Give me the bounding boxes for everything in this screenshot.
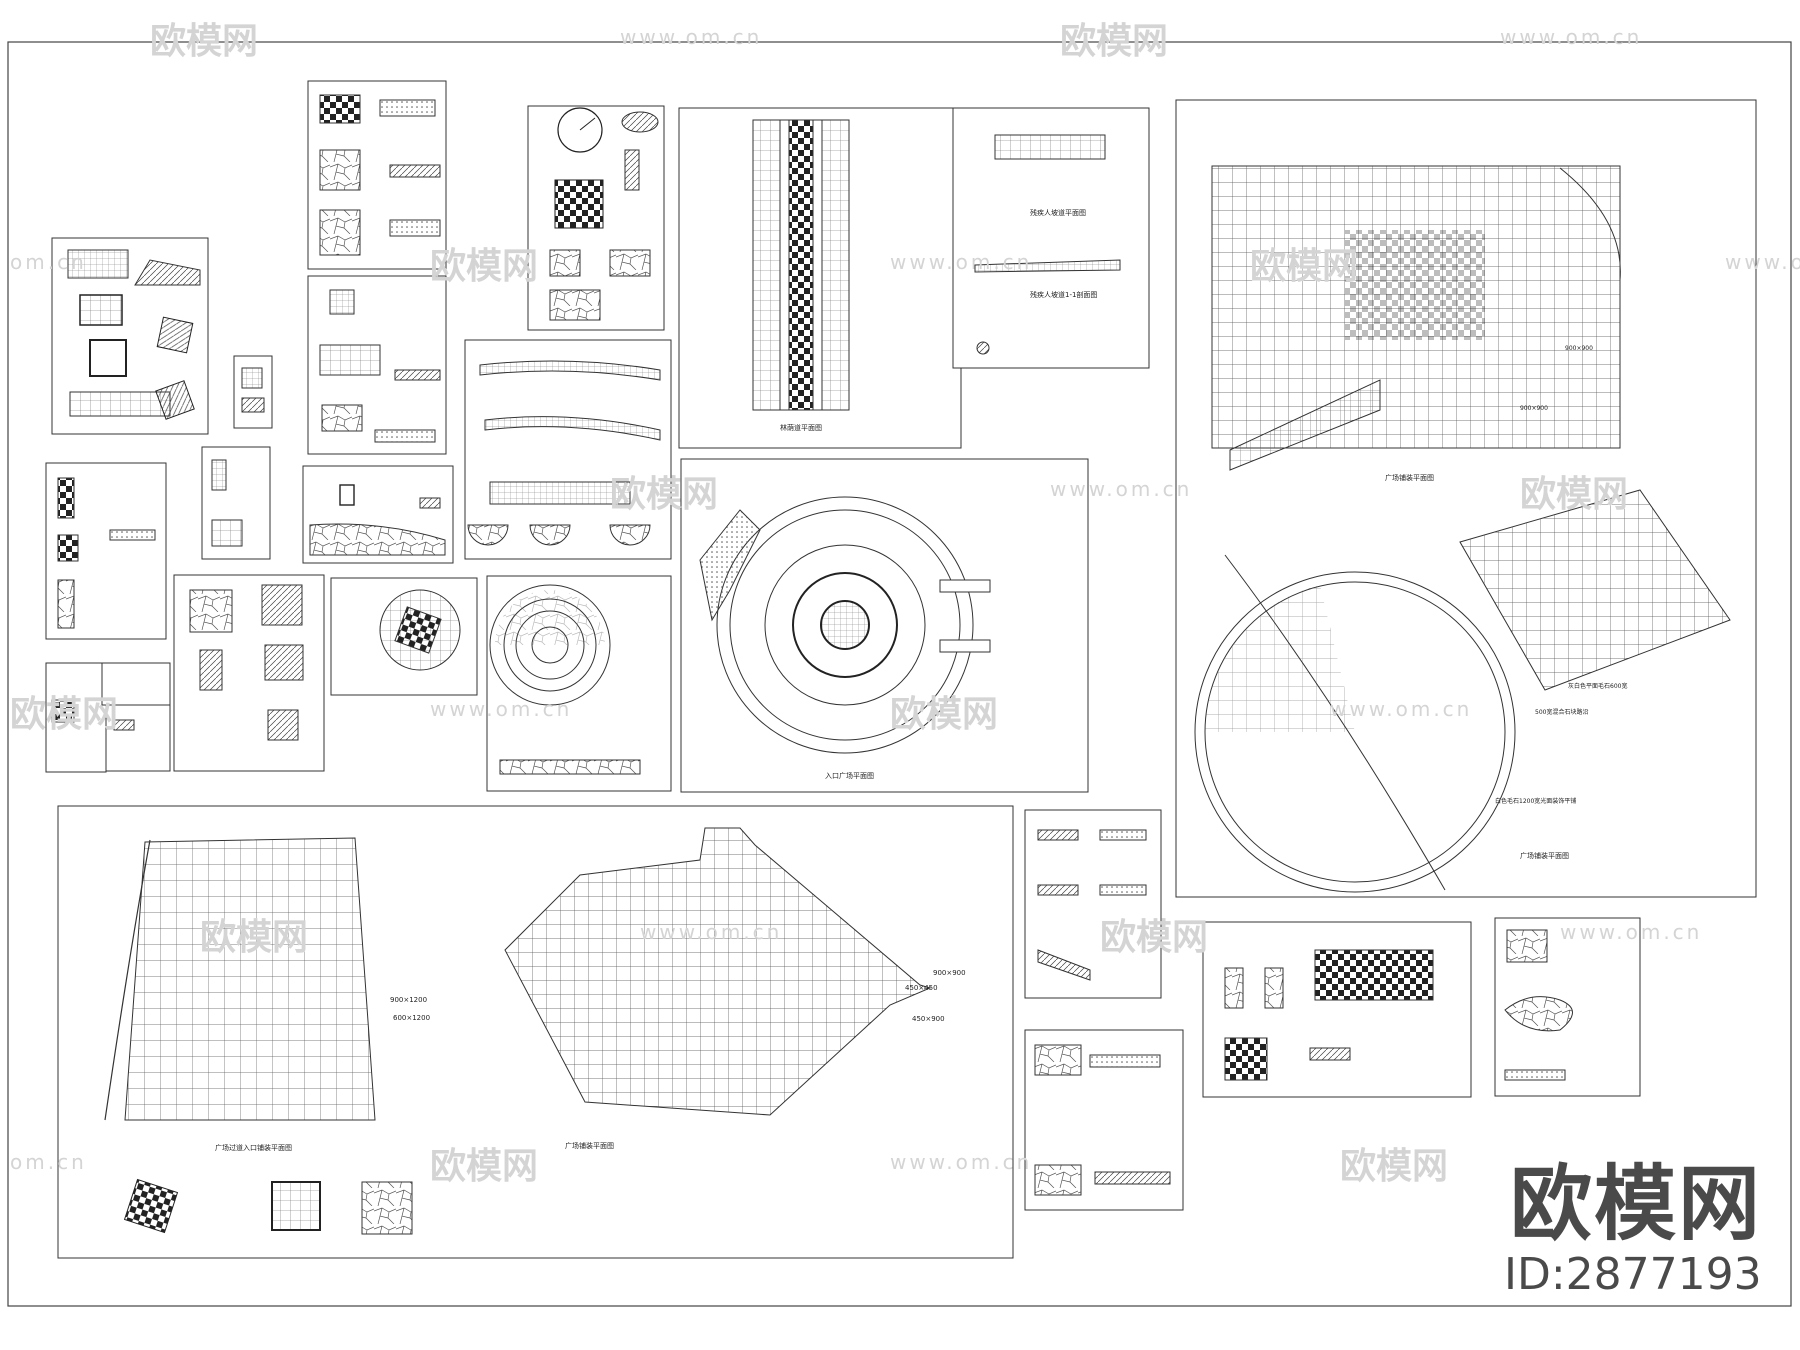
walkway-plan-title: 林荫道平面图 xyxy=(780,423,822,432)
detail-sheet-o xyxy=(1024,1029,1184,1211)
plaza-top-size: 900×900 xyxy=(1565,345,1593,352)
entrance-plan-title: 入口广场平面图 xyxy=(825,771,874,780)
size-450x900: 450×900 xyxy=(912,1015,945,1023)
detail-sheet-l xyxy=(330,577,478,696)
plaza-note-500: 500宽混合石块路沿 xyxy=(1535,708,1588,716)
plaza-bottom-title: 广场铺装平面图 xyxy=(1520,851,1569,860)
size-600x1200: 600×1200 xyxy=(393,1014,430,1022)
bottom-plaza-sheet: 广场过道入口铺装平面图 广场铺装平面图 900×1200 600×1200 90… xyxy=(57,805,1014,1259)
size-900x1200: 900×1200 xyxy=(390,996,427,1004)
plaza-top-title: 广场铺装平面图 xyxy=(1385,473,1434,482)
detail-sheet-d xyxy=(527,105,665,331)
detail-sheet-h xyxy=(302,465,454,564)
detail-sheet-e xyxy=(233,355,273,429)
detail-sheet-n xyxy=(1024,809,1162,999)
detail-sheet-m xyxy=(486,575,672,792)
plaza-note-600: 灰白色平面毛石600宽 xyxy=(1568,682,1627,690)
bottom-left-title: 广场过道入口铺装平面图 xyxy=(215,1143,292,1152)
brand-block: 欧模网 ID:2877193 xyxy=(1504,1157,1763,1300)
brand-name: 欧模网 xyxy=(1510,1157,1763,1252)
detail-sheet-q xyxy=(1494,917,1641,1097)
size-450x450: 450×450 xyxy=(905,984,938,992)
ramp-section-title: 残疾人坡道1-1剖面图 xyxy=(1030,290,1097,299)
plaza-note-1200: 白色毛石1200宽光面装饰平铺 xyxy=(1495,797,1576,805)
detail-sheet-i xyxy=(464,339,672,560)
detail-sheet-c xyxy=(307,275,447,455)
ramp-plan-title: 残疾人坡道平面图 xyxy=(1030,208,1086,217)
detail-sheet-a xyxy=(51,237,209,435)
bottom-center-title: 广场铺装平面图 xyxy=(565,1141,614,1150)
plaza-top-size-b: 900×900 xyxy=(1520,405,1548,412)
walkway-plan: 林荫道平面图 xyxy=(678,107,962,449)
ramp-plan: 残疾人坡道平面图 残疾人坡道1-1剖面图 xyxy=(952,107,1150,369)
detail-sheet-k xyxy=(173,574,325,772)
size-900c: 900×900 xyxy=(933,969,966,977)
detail-sheet-p xyxy=(1202,921,1472,1098)
detail-sheet-j xyxy=(45,662,171,773)
brand-id: ID:2877193 xyxy=(1504,1249,1762,1300)
detail-sheet-f xyxy=(45,462,167,640)
plaza-sheet: 广场铺装平面图 900×900 900×900 广场铺装平面图 灰白色平面毛石6… xyxy=(1175,99,1757,898)
entrance-plan: 入口广场平面图 xyxy=(680,458,1089,793)
detail-sheet-g xyxy=(201,446,271,560)
detail-sheet-b xyxy=(307,80,447,270)
